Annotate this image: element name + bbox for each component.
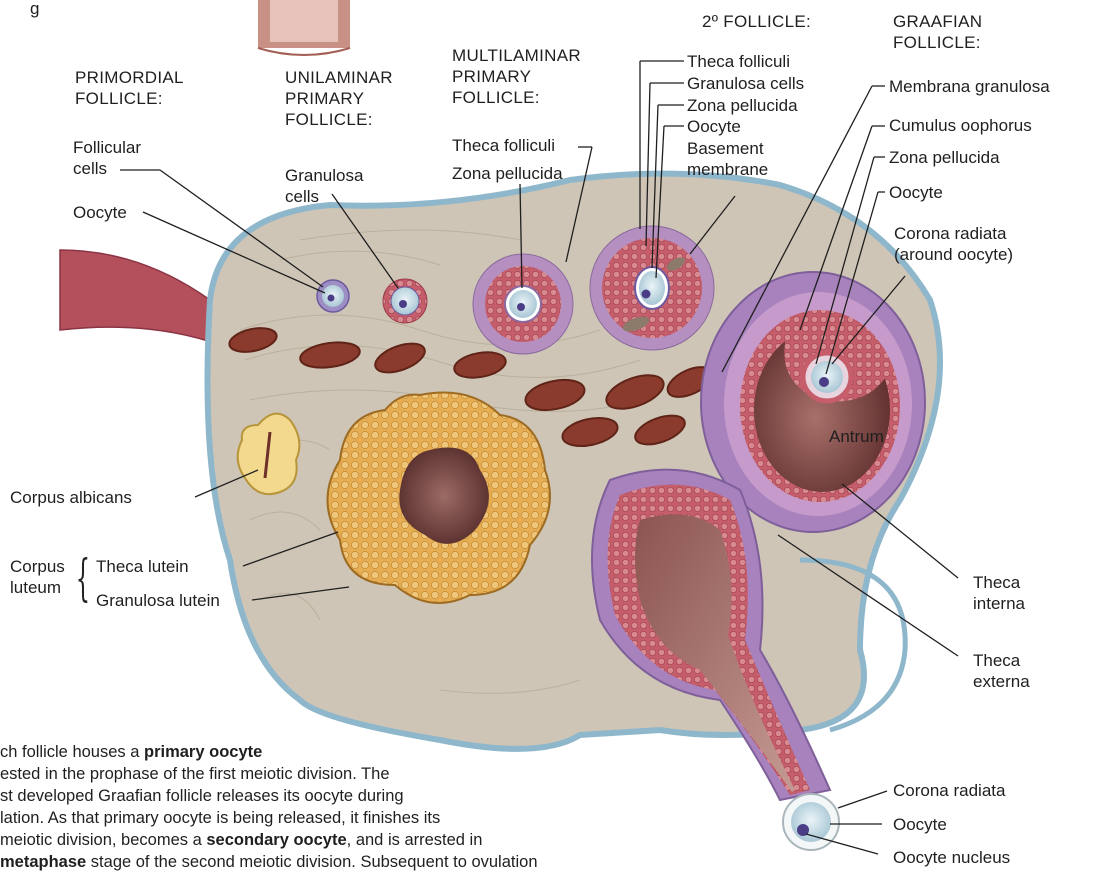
label-granulosa-cells-secondary: Granulosa cells bbox=[687, 73, 804, 94]
corpus-luteum bbox=[328, 393, 551, 604]
header-secondary-follicle: 2º FOLLICLE: bbox=[702, 11, 811, 32]
label-zona-pellucida-graafian: Zona pellucida bbox=[889, 147, 1000, 168]
label-corpus-luteum: Corpus luteum bbox=[10, 556, 65, 598]
label-oocyte-nucleus: Oocyte nucleus bbox=[893, 847, 1010, 868]
label-zona-pellucida-secondary: Zona pellucida bbox=[687, 95, 798, 116]
header-cut-text: g bbox=[30, 0, 40, 19]
label-theca-folliculi-secondary: Theca folliculi bbox=[687, 51, 790, 72]
caption-line-3: st developed Graafian follicle releases … bbox=[0, 785, 720, 807]
label-theca-folliculi-multilaminar: Theca folliculi bbox=[452, 135, 555, 156]
header-multilaminar-follicle: MULTILAMINAR PRIMARY FOLLICLE: bbox=[452, 45, 581, 108]
ovarian-ligament bbox=[60, 250, 220, 345]
multilaminar-follicle bbox=[473, 254, 573, 354]
label-oocyte-secondary: Oocyte bbox=[687, 116, 741, 137]
label-zona-pellucida-multilaminar: Zona pellucida bbox=[452, 163, 563, 184]
label-theca-interna: Theca interna bbox=[973, 572, 1025, 614]
label-corona-radiata-graafian: Corona radiata (around oocyte) bbox=[894, 223, 1013, 265]
label-follicular-cells: Follicular cells bbox=[73, 137, 141, 179]
caption-line-1: ch follicle houses a primary oocyte bbox=[0, 741, 720, 763]
label-membrana-granulosa: Membrana granulosa bbox=[889, 76, 1050, 97]
label-granulosa-cells: Granulosa cells bbox=[285, 165, 363, 207]
label-granulosa-lutein: Granulosa lutein bbox=[96, 590, 220, 611]
header-unilaminar-follicle: UNILAMINAR PRIMARY FOLLICLE: bbox=[285, 67, 393, 130]
header-graafian-follicle: GRAAFIAN FOLLICLE: bbox=[893, 11, 982, 53]
label-theca-lutein: Theca lutein bbox=[96, 556, 189, 577]
primordial-follicle bbox=[317, 280, 349, 312]
caption-text: ch follicle houses a primary oocyte este… bbox=[0, 741, 720, 873]
corpus-luteum-brace: { bbox=[76, 553, 90, 603]
caption-line-5: meiotic division, becomes a secondary oo… bbox=[0, 829, 720, 851]
label-oocyte-graafian: Oocyte bbox=[889, 182, 943, 203]
label-oocyte-primordial: Oocyte bbox=[73, 202, 127, 223]
label-oocyte-ovulated: Oocyte bbox=[893, 814, 947, 835]
label-corona-radiata-ovulated: Corona radiata bbox=[893, 780, 1005, 801]
label-basement-membrane: Basement membrane bbox=[687, 138, 768, 180]
secondary-follicle bbox=[590, 226, 714, 350]
label-antrum: Antrum bbox=[829, 426, 884, 447]
caption-line-6: metaphase stage of the second meiotic di… bbox=[0, 851, 720, 873]
label-cumulus-oophorus: Cumulus oophorus bbox=[889, 115, 1032, 136]
label-corpus-albicans: Corpus albicans bbox=[10, 487, 132, 508]
header-primordial-follicle: PRIMORDIAL FOLLICLE: bbox=[75, 67, 184, 109]
caption-line-4: lation. As that primary oocyte is being … bbox=[0, 807, 720, 829]
uterine-tube-stub bbox=[258, 0, 350, 55]
label-theca-externa: Theca externa bbox=[973, 650, 1030, 692]
unilaminar-follicle bbox=[383, 279, 427, 323]
caption-line-2: ested in the prophase of the first meiot… bbox=[0, 763, 720, 785]
